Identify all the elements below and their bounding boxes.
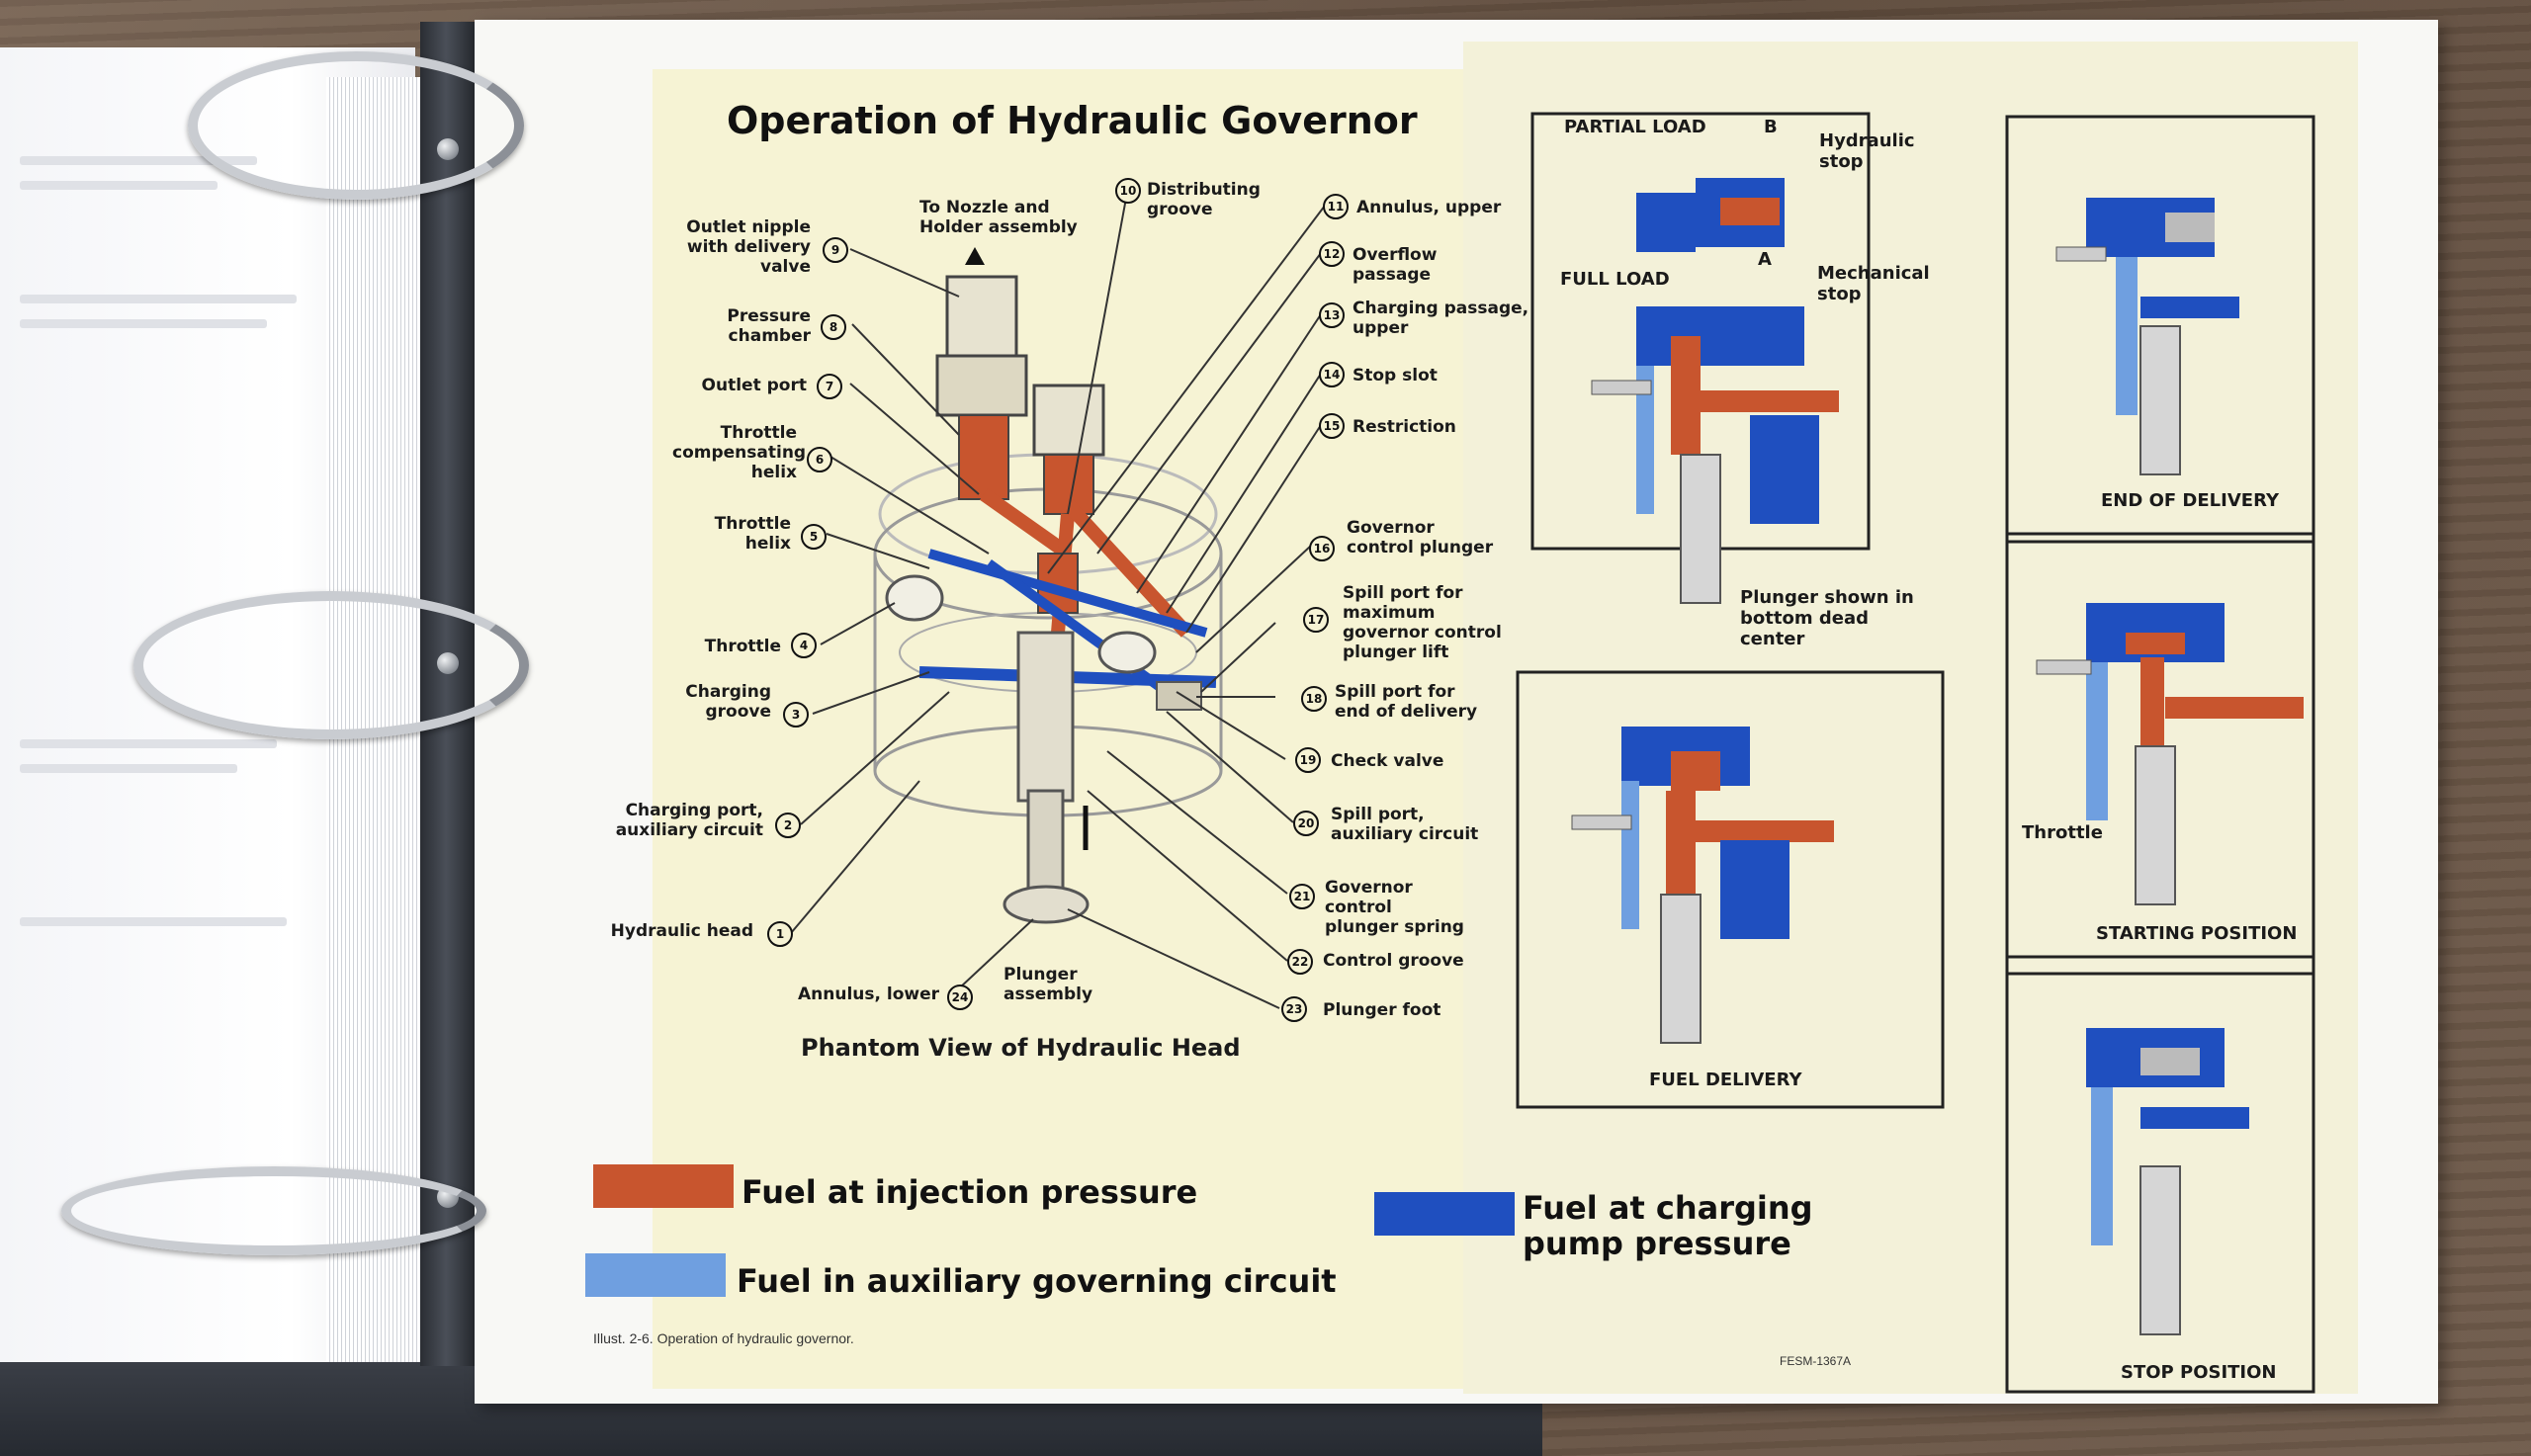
- callout-label-15: Restriction: [1353, 417, 1456, 437]
- callout-label-23: Plunger foot: [1323, 1000, 1441, 1020]
- legend-label-auxiliary: Fuel in auxiliary governing circuit: [737, 1262, 1337, 1300]
- callout-number-21: 21: [1289, 884, 1315, 909]
- dimension-a-label: A: [1758, 249, 1772, 270]
- partial-load-label: PARTIAL LOAD: [1564, 117, 1706, 137]
- callout-label-16: Governor control plunger: [1347, 518, 1494, 557]
- dimension-b-label: B: [1764, 117, 1778, 137]
- callout-number-16: 16: [1309, 536, 1335, 561]
- callout-number-20: 20: [1293, 811, 1319, 836]
- callout-label-7: Outlet port: [701, 376, 807, 395]
- callout-number-8: 8: [821, 314, 846, 340]
- fuel-delivery-label: FUEL DELIVERY: [1649, 1070, 1802, 1090]
- diagram-title: Operation of Hydraulic Governor: [727, 99, 1418, 142]
- callout-number-11: 11: [1323, 194, 1349, 219]
- callout-number-13: 13: [1319, 302, 1345, 328]
- starting-position-label: STARTING POSITION: [2096, 923, 2298, 944]
- mechanical-stop-label: Mechanical stop: [1817, 263, 1930, 304]
- callout-number-2: 2: [775, 813, 801, 838]
- callout-number-22: 22: [1287, 949, 1313, 975]
- binder-ring-middle: [133, 591, 529, 739]
- faint-text-line: [20, 319, 267, 328]
- callout-number-6: 6: [807, 447, 832, 472]
- fuel-delivery-view: [1516, 670, 1945, 1109]
- callout-label-1: Hydraulic head: [610, 921, 753, 941]
- legend-label-injection: Fuel at injection pressure: [742, 1173, 1198, 1211]
- callout-label-21: Governor control plunger spring: [1325, 878, 1464, 937]
- end-of-delivery-view: [2005, 115, 2315, 544]
- nozzle-holder-label: To Nozzle and Holder assembly: [919, 198, 1078, 237]
- callout-number-18: 18: [1301, 686, 1327, 712]
- plunger-bdc-note: Plunger shown in bottom dead center: [1740, 587, 1914, 649]
- callout-label-13: Charging passage, upper: [1353, 299, 1529, 338]
- callout-label-22: Control groove: [1323, 951, 1464, 971]
- callout-label-4: Throttle: [704, 637, 781, 656]
- hydraulic-stop-label: Hydraulic stop: [1819, 130, 1915, 172]
- callout-number-24: 24: [947, 985, 973, 1010]
- callout-label-18: Spill port for end of delivery: [1335, 682, 1478, 722]
- callout-number-5: 5: [801, 524, 827, 550]
- callout-label-11: Annulus, upper: [1356, 198, 1502, 217]
- figure-caption: Illust. 2-6. Operation of hydraulic gove…: [593, 1330, 854, 1346]
- faint-text-line: [20, 295, 297, 303]
- callout-number-1: 1: [767, 921, 793, 947]
- callout-number-9: 9: [823, 237, 848, 263]
- callout-label-9: Outlet nipple with delivery valve: [686, 217, 811, 277]
- faint-text-line: [20, 156, 257, 165]
- faint-text-line: [20, 764, 237, 773]
- callout-number-4: 4: [791, 633, 817, 658]
- callout-number-3: 3: [783, 702, 809, 728]
- partial-load-view: [1530, 112, 1871, 604]
- callout-number-23: 23: [1281, 996, 1307, 1022]
- callout-label-8: Pressure chamber: [727, 306, 811, 346]
- callout-label-12: Overflow passage: [1353, 245, 1438, 285]
- stop-position-view: [2005, 955, 2315, 1394]
- binder-ring-top: [188, 51, 524, 200]
- legend-swatch-charging: [1374, 1192, 1515, 1236]
- callout-label-20: Spill port, auxiliary circuit: [1331, 805, 1479, 844]
- legend-swatch-injection: [593, 1164, 734, 1208]
- end-of-delivery-label: END OF DELIVERY: [2101, 490, 2279, 511]
- callout-label-6: Throttle compensating helix: [672, 423, 807, 482]
- callout-number-7: 7: [817, 374, 842, 399]
- legend-label-charging: Fuel at charging pump pressure: [1523, 1189, 1813, 1262]
- callout-label-14: Stop slot: [1353, 366, 1438, 385]
- faint-text-line: [20, 739, 277, 748]
- binder-ring-bottom: [61, 1166, 486, 1255]
- legend-swatch-auxiliary: [585, 1253, 726, 1297]
- callout-label-19: Check valve: [1331, 751, 1444, 771]
- callout-number-12: 12: [1319, 241, 1345, 267]
- faint-text-line: [20, 917, 287, 926]
- figure-code: FESM-1367A: [1780, 1354, 1852, 1368]
- throttle-label: Throttle: [2022, 822, 2103, 843]
- callout-number-17: 17: [1303, 607, 1329, 633]
- callout-label-24: Annulus, lower: [797, 985, 939, 1004]
- callout-number-14: 14: [1319, 362, 1345, 387]
- callout-label-10: Distributing groove: [1147, 180, 1261, 219]
- starting-position-view: [2005, 532, 2315, 976]
- stop-position-label: STOP POSITION: [2121, 1362, 2277, 1383]
- callout-label-17: Spill port for maximum governor control …: [1343, 583, 1502, 662]
- faint-text-line: [20, 181, 218, 190]
- full-load-label: FULL LOAD: [1560, 269, 1670, 290]
- callout-number-19: 19: [1295, 747, 1321, 773]
- callout-label-plunger-assembly: Plunger assembly: [1004, 965, 1093, 1004]
- callout-label-2: Charging port, auxiliary circuit: [615, 801, 763, 840]
- callout-number-10: 10: [1115, 178, 1141, 204]
- callout-label-3: Charging groove: [685, 682, 771, 722]
- callout-number-15: 15: [1319, 413, 1345, 439]
- phantom-view-title: Phantom View of Hydraulic Head: [801, 1034, 1241, 1062]
- callout-label-5: Throttle helix: [714, 514, 791, 554]
